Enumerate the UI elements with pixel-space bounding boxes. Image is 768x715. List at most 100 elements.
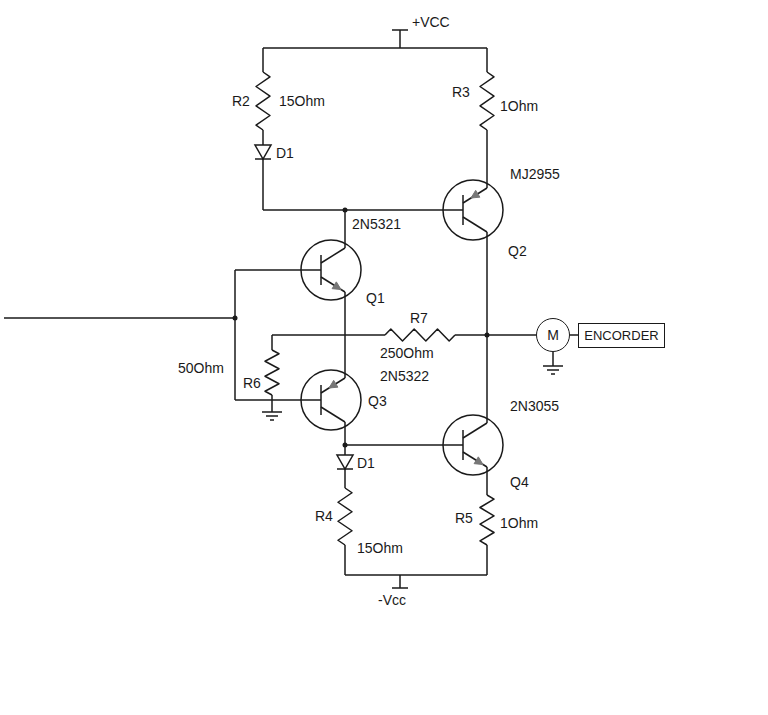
wire: [486, 483, 488, 495]
resistor-symbol: [265, 350, 279, 395]
part-name: R6: [243, 375, 261, 391]
transistor-lead: [344, 362, 346, 378]
encoder-label: ENCORDER: [584, 328, 658, 343]
ground-symbol: [262, 411, 282, 413]
ground-symbol: [547, 369, 559, 371]
emitter-arrow: [329, 380, 338, 388]
part-name: Q1: [366, 290, 385, 306]
emitter-arrow: [332, 282, 341, 290]
motor-circle: M: [536, 318, 570, 352]
base-lead: [301, 399, 321, 401]
junction-dot: [343, 443, 348, 448]
wire: [344, 469, 346, 488]
wire: [344, 545, 346, 575]
transistor-lead: [486, 467, 488, 483]
ground-symbol: [543, 365, 563, 367]
wire: [235, 399, 301, 401]
part-name: R3: [452, 84, 470, 100]
component-value: 15Ohm: [279, 93, 325, 109]
part-name: Q3: [368, 393, 387, 409]
component-value: 1Ohm: [500, 98, 538, 114]
component-value: 2N5322: [380, 368, 429, 384]
supply-symbol: [392, 587, 408, 589]
base-lead: [443, 444, 463, 446]
transistor-lead: [463, 423, 487, 438]
wire: [552, 352, 554, 366]
wire: [262, 130, 264, 145]
ground-symbol: [270, 419, 274, 421]
transistor-lead: [321, 407, 345, 422]
base-lead: [443, 209, 463, 211]
connector-wire: [570, 334, 578, 336]
wire: [263, 209, 443, 211]
wire: [486, 248, 488, 407]
part-name: R5: [455, 510, 473, 526]
supply-rail: [345, 574, 487, 576]
transistor-lead: [486, 407, 488, 423]
transistor-symbol: [301, 240, 361, 300]
input-wire: [4, 317, 235, 319]
resistor-symbol: [338, 488, 352, 545]
wire: [486, 130, 488, 172]
component-value: -Vcc: [378, 592, 406, 608]
component-value: 2N3055: [510, 398, 559, 414]
diode-symbol: [255, 145, 271, 159]
transistor-symbol: [443, 180, 503, 240]
wire: [486, 545, 488, 575]
resistor-symbol: [480, 72, 494, 130]
transistor-lead: [486, 232, 488, 248]
transistor-lead: [463, 188, 487, 203]
diode-symbol: [337, 455, 353, 469]
junction-dot: [233, 316, 238, 321]
wire: [262, 159, 264, 210]
transistor-lead: [486, 172, 488, 188]
wire: [344, 210, 346, 232]
transistor-symbol: [301, 370, 361, 430]
ground-symbol: [551, 373, 555, 375]
part-name: D1: [276, 145, 294, 161]
transistor-lead: [463, 452, 487, 467]
transistor-lead: [321, 277, 345, 292]
resistor-symbol: [480, 495, 494, 545]
component-value: 2N5321: [352, 216, 401, 232]
part-name: Q4: [510, 474, 529, 490]
wire: [271, 395, 273, 412]
motor-label: M: [547, 327, 559, 343]
wire: [272, 334, 385, 336]
wire: [271, 335, 273, 350]
part-name: Q2: [508, 243, 527, 259]
motor-wire: [487, 334, 536, 336]
wire: [399, 575, 401, 588]
transistor-lead: [344, 422, 346, 438]
component-value: 1Ohm: [500, 515, 538, 531]
part-name: D1: [357, 455, 375, 471]
component-value: MJ2955: [510, 166, 560, 182]
base-lead: [301, 269, 321, 271]
wire: [262, 48, 264, 72]
wire: [486, 48, 488, 72]
part-name: R2: [232, 93, 250, 109]
resistor-symbol: [256, 72, 270, 130]
ground-symbol: [266, 415, 278, 417]
junction-dot: [343, 208, 348, 213]
supply-rail: [263, 47, 487, 49]
part-name: R4: [315, 508, 333, 524]
wire: [234, 270, 236, 400]
emitter-arrow: [474, 457, 483, 465]
encoder-box: ENCORDER: [578, 323, 665, 348]
resistor-symbol: [385, 329, 455, 341]
transistor-lead: [321, 248, 345, 263]
wire: [455, 334, 487, 336]
part-name: R7: [410, 310, 428, 326]
component-value: 50Ohm: [178, 360, 224, 376]
wire: [345, 444, 443, 446]
transistor-lead: [463, 217, 487, 232]
transistor-symbol: [443, 415, 503, 475]
wire: [399, 30, 401, 48]
transistor-lead: [321, 378, 345, 393]
wire: [235, 269, 301, 271]
transistor-lead: [344, 292, 346, 308]
component-value: 250Ohm: [380, 345, 434, 361]
transistor-lead: [344, 232, 346, 248]
